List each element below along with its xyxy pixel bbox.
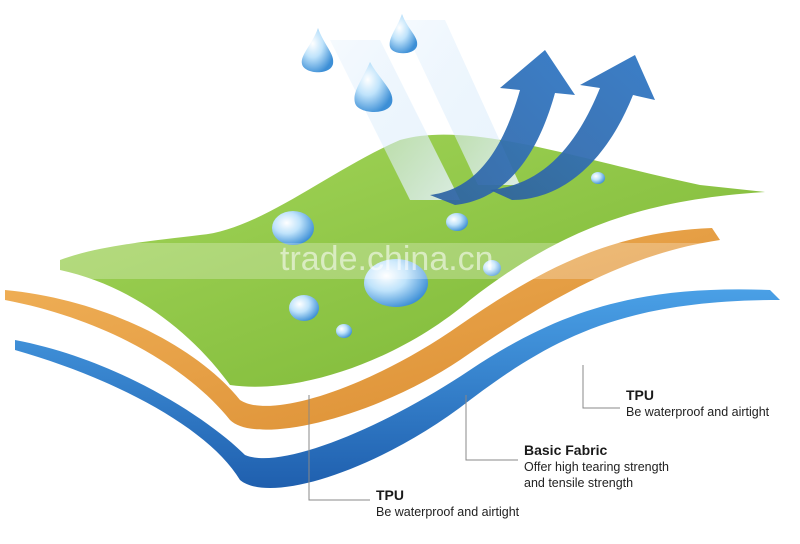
vapor-beam-right (400, 20, 520, 185)
label-title: Basic Fabric (524, 442, 608, 458)
label-description: Be waterproof and airtight (376, 505, 520, 519)
label-basic-fabric: Basic Fabric Offer high tearing strength… (524, 442, 669, 491)
leader-line-tpu-bottom (308, 395, 370, 501)
top-tpu-layer (60, 134, 765, 387)
vapor-arrow-icon (490, 55, 655, 200)
label-tpu-top: TPU Be waterproof and airtight (626, 387, 769, 420)
label-description: Be waterproof and airtight (626, 405, 770, 419)
watermark-text: trade.china.cn (280, 240, 494, 278)
vapor-arrow-icon (430, 50, 575, 205)
label-description-line: Offer high tearing strength (524, 460, 669, 474)
water-drop-icon (336, 324, 352, 338)
water-drop-icon (591, 172, 605, 184)
label-description: Offer high tearing strength and tensile … (524, 459, 669, 491)
label-title: TPU (626, 387, 654, 403)
leader-line-fabric (465, 395, 518, 461)
water-drop-icon (301, 28, 334, 73)
label-title: TPU (376, 487, 404, 503)
water-drop-icon (483, 260, 501, 276)
label-tpu-bottom: TPU Be waterproof and airtight (376, 487, 519, 520)
water-drop-icon (272, 211, 314, 245)
bottom-tpu-layer (15, 289, 780, 489)
water-drop-icon (354, 62, 393, 113)
basic-fabric-layer (5, 228, 720, 430)
watermark-band (40, 243, 760, 279)
water-drop-icon (389, 14, 418, 54)
water-drop-icon (289, 295, 319, 321)
leader-line-tpu-top (582, 365, 620, 409)
water-drop-icon (364, 259, 428, 307)
label-description-line: and tensile strength (524, 476, 634, 490)
water-drop-icon (446, 213, 468, 231)
